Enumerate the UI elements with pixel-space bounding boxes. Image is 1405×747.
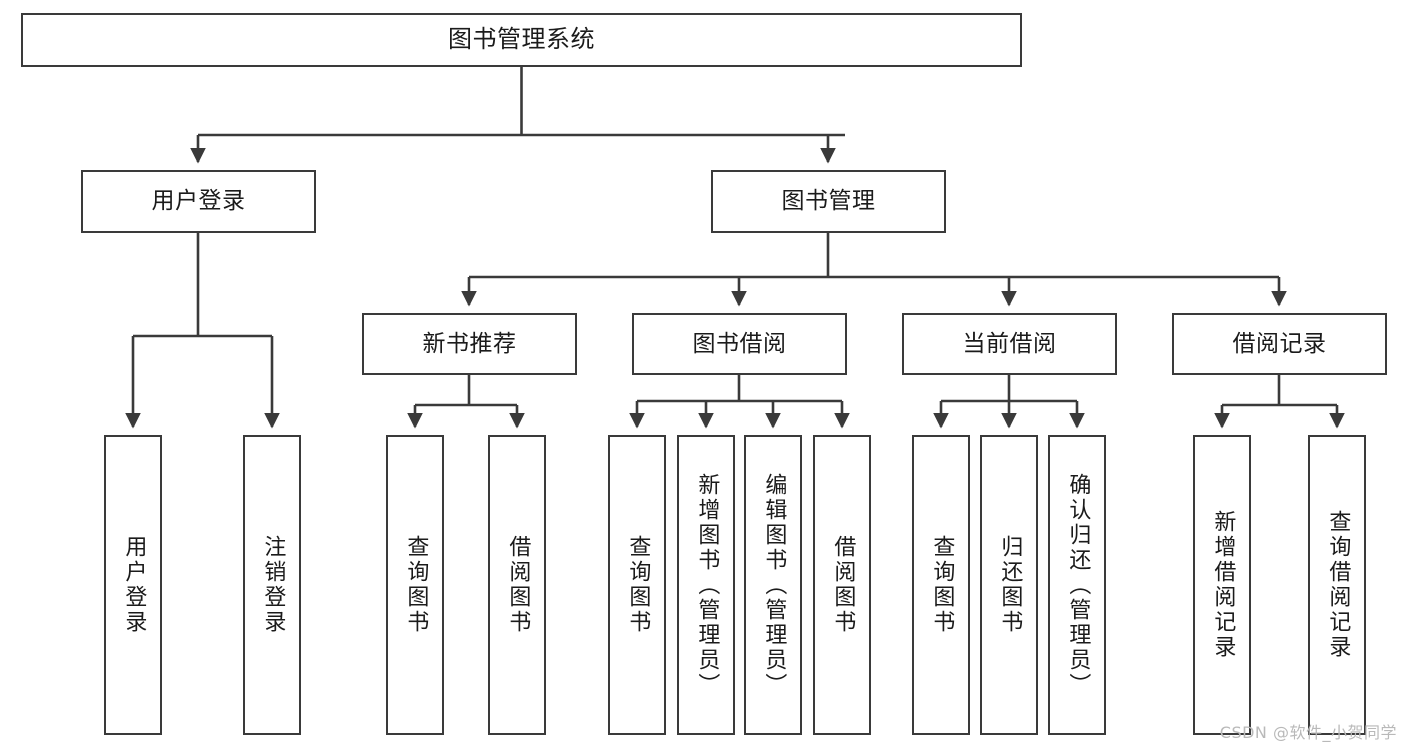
- node-label: 图书借阅: [692, 330, 787, 357]
- node-label: 确认归还（管理员）: [1065, 472, 1091, 698]
- node-leaf-borrow-book-recommend[interactable]: 借阅图书: [488, 435, 546, 735]
- node-label: 注销登录: [260, 535, 286, 635]
- node-leaf-query-book-recommend[interactable]: 查询图书: [386, 435, 444, 735]
- node-leaf-query-book-current[interactable]: 查询图书: [912, 435, 970, 735]
- node-leaf-user-login[interactable]: 用户登录: [104, 435, 162, 735]
- csdn-watermark: CSDN @软件_小贺同学: [1219, 723, 1397, 742]
- node-label: 借阅图书: [505, 535, 531, 635]
- node-label: 用户登录: [151, 188, 246, 215]
- node-leaf-add-borrow-record[interactable]: 新增借阅记录: [1193, 435, 1251, 735]
- node-label: 用户登录: [121, 535, 147, 635]
- node-label: 新书推荐: [422, 330, 517, 357]
- node-borrow-record[interactable]: 借阅记录: [1172, 313, 1387, 375]
- node-leaf-borrow-book[interactable]: 借阅图书: [813, 435, 871, 735]
- node-label: 查询借阅记录: [1325, 510, 1351, 660]
- node-label: 归还图书: [997, 535, 1023, 635]
- node-label: 新增图书（管理员）: [694, 472, 720, 698]
- node-label: 借阅图书: [830, 535, 856, 635]
- node-new-book-recommend[interactable]: 新书推荐: [362, 313, 577, 375]
- node-label: 新增借阅记录: [1210, 510, 1236, 660]
- node-label: 借阅记录: [1232, 330, 1327, 357]
- node-label: 编辑图书（管理员）: [761, 472, 787, 698]
- node-leaf-confirm-return-admin[interactable]: 确认归还（管理员）: [1048, 435, 1106, 735]
- node-leaf-query-borrow-record[interactable]: 查询借阅记录: [1308, 435, 1366, 735]
- node-label: 查询图书: [403, 535, 429, 635]
- node-book-borrow[interactable]: 图书借阅: [632, 313, 847, 375]
- node-leaf-edit-book-admin[interactable]: 编辑图书（管理员）: [744, 435, 802, 735]
- node-label: 图书管理系统: [448, 25, 595, 54]
- node-current-borrow[interactable]: 当前借阅: [902, 313, 1117, 375]
- node-label: 查询图书: [625, 535, 651, 635]
- node-user-login[interactable]: 用户登录: [81, 170, 316, 233]
- node-leaf-add-book-admin[interactable]: 新增图书（管理员）: [677, 435, 735, 735]
- node-leaf-logout[interactable]: 注销登录: [243, 435, 301, 735]
- node-book-management[interactable]: 图书管理: [711, 170, 946, 233]
- node-label: 当前借阅: [962, 330, 1057, 357]
- node-label: 查询图书: [929, 535, 955, 635]
- node-leaf-return-book[interactable]: 归还图书: [980, 435, 1038, 735]
- node-label: 图书管理: [781, 188, 876, 215]
- node-root-system[interactable]: 图书管理系统: [21, 13, 1022, 67]
- node-leaf-query-book-borrow[interactable]: 查询图书: [608, 435, 666, 735]
